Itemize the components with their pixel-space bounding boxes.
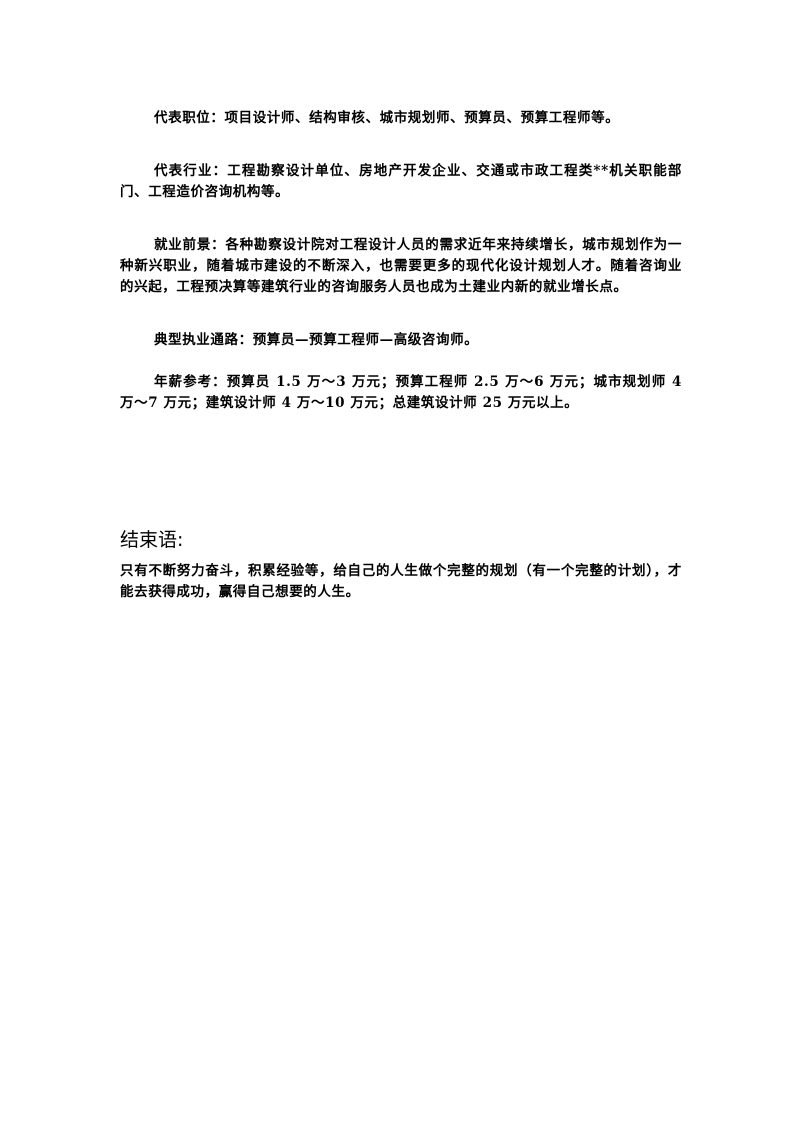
conclusion-heading: 结束语:	[120, 529, 184, 551]
prospects-paragraph: 就业前景：各种勘察设计院对工程设计人员的需求近年来持续增长，城市规划作为一种新兴…	[120, 237, 682, 295]
career-path-paragraph: 典型执业通路：预算员—预算工程师—高级咨询师。	[154, 332, 479, 348]
salary-paragraph: 年薪参考：预算员 1.5 万～3 万元；预算工程师 2.5 万～6 万元；城市规…	[120, 374, 682, 411]
industries-paragraph: 代表行业：工程勘察设计单位、房地产开发企业、交通或市政工程类**机关职能部门、工…	[120, 163, 682, 200]
positions-paragraph: 代表职位：项目设计师、结构审核、城市规划师、预算员、预算工程师等。	[154, 110, 620, 126]
conclusion-paragraph: 只有不断努力奋斗，积累经验等，给自己的人生做个完整的规划（有一个完整的计划），才…	[120, 563, 682, 600]
